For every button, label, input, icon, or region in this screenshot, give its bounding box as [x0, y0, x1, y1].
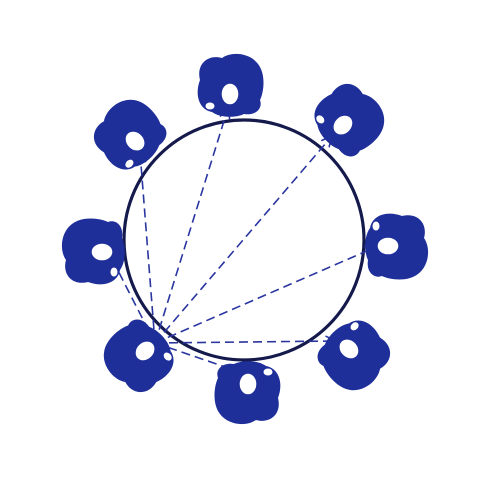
person-hand [124, 158, 135, 169]
dashed-arrow-line [154, 340, 337, 344]
person-8-icon [93, 99, 167, 170]
center-circle [122, 118, 366, 362]
person-head [134, 340, 156, 362]
dashed-arrow-line [154, 135, 333, 344]
person-hand [349, 321, 360, 332]
person-head [332, 114, 354, 136]
person-hand [162, 351, 173, 362]
arrow-to-person-2 [154, 135, 333, 344]
person-5-icon [214, 361, 281, 425]
person-head [338, 338, 360, 360]
person-hand [204, 101, 216, 111]
person-hand [315, 114, 326, 125]
dashed-arrow-line [154, 342, 247, 375]
person-3-icon [365, 213, 429, 280]
dashed-arrow-line [139, 151, 156, 344]
person-head [220, 82, 240, 106]
people-group [61, 53, 429, 425]
person-hand [262, 367, 274, 377]
arrow-to-person-1 [154, 107, 231, 344]
person-head [90, 242, 114, 262]
dashed-arrow-line [154, 246, 377, 344]
person-2-icon [314, 83, 385, 157]
dashed-arrow-line [154, 107, 229, 344]
person-head [124, 130, 146, 152]
person-hand [109, 266, 119, 278]
person-1-icon [197, 53, 264, 117]
person-4-icon [317, 320, 391, 391]
person-7-icon [61, 218, 125, 285]
person-head [376, 236, 400, 256]
person-hand [371, 220, 381, 232]
person-6-icon [103, 319, 174, 393]
person-head [238, 372, 258, 396]
